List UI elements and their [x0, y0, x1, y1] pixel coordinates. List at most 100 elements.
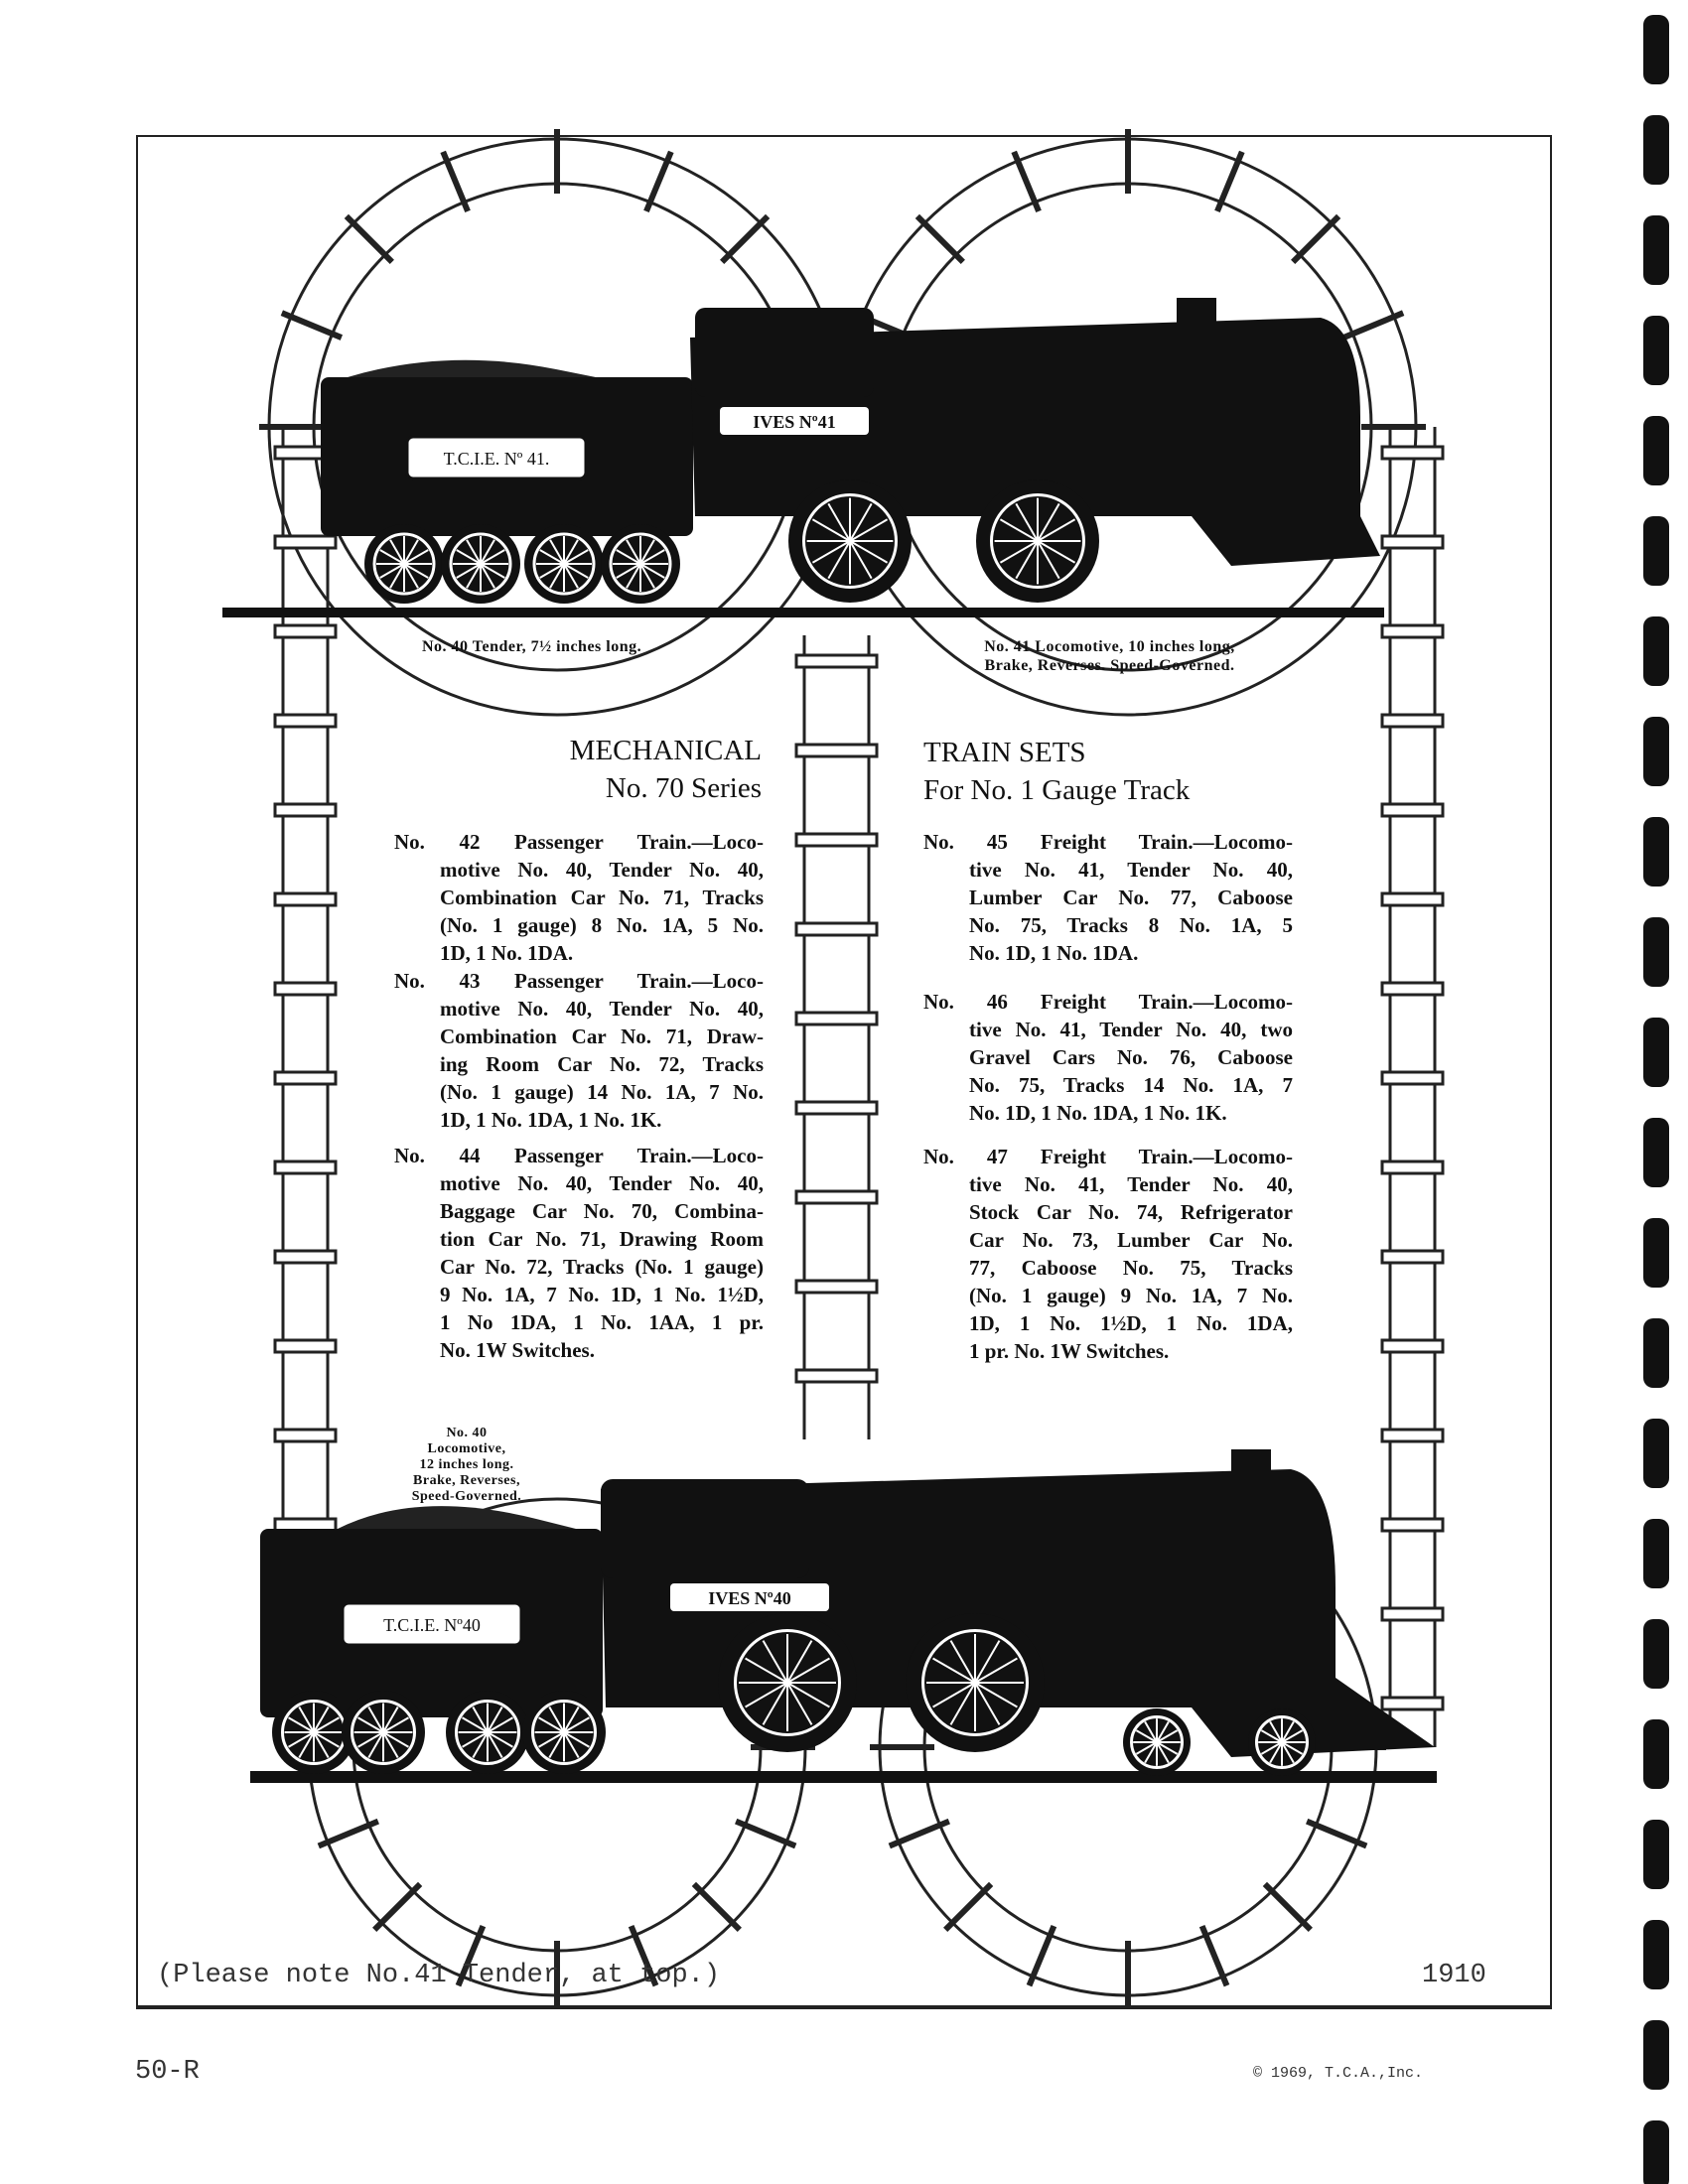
wheel-spoke [563, 539, 579, 565]
entry-line: 1D, 1 No. 1DA, 1 No. 1K. [440, 1108, 662, 1132]
binding-ring [1643, 516, 1669, 586]
wheel-spoke [466, 539, 482, 565]
wheel-spoke [1156, 1720, 1170, 1743]
track-tie [273, 891, 338, 907]
binding-ring [1643, 1719, 1669, 1789]
track-tie [1380, 713, 1445, 729]
wheel-spoke [382, 1706, 399, 1733]
track-tie [1011, 150, 1042, 213]
wheel-spoke [626, 563, 641, 589]
track-tie [273, 1338, 338, 1354]
wheel-spoke [1156, 1741, 1170, 1764]
track-tie [1306, 1818, 1368, 1849]
wheel-spoke [616, 563, 641, 579]
wheel-spoke [1281, 1729, 1304, 1743]
binding-ring [1643, 717, 1669, 786]
wheel-spoke [563, 1731, 590, 1748]
wheel-spoke [1281, 1741, 1295, 1764]
wheel-spoke [298, 1731, 315, 1758]
entry-line: 1D, 1 No. 1½D, 1 No. 1DA, [969, 1311, 1293, 1335]
entry-line: Car No. 73, Lumber Car No. [969, 1228, 1293, 1252]
wheel-spoke [1269, 1720, 1283, 1743]
wheel-spoke [539, 549, 565, 565]
entry-line: 1 No 1DA, 1 No. 1AA, 1 pr. [440, 1310, 764, 1334]
entry-line: 77, Caboose No. 75, Tracks [969, 1256, 1293, 1280]
wheel-spoke [786, 1640, 813, 1684]
track-tie [794, 653, 879, 669]
train-set-entry: No. 43 Passenger Train.—Loco-motive No. … [394, 967, 764, 1134]
entry-line: tive No. 41, Tender No. 40, [969, 1172, 1293, 1196]
top-train-wheels [364, 479, 1099, 604]
binding-ring [1643, 817, 1669, 887]
wheel-spoke [389, 539, 405, 565]
entry-line: tion Car No. 71, Drawing Room [440, 1227, 764, 1251]
wheel-spoke [849, 540, 889, 564]
entry-line: Stock Car No. 74, Refrigerator [969, 1200, 1293, 1224]
track-tie [1198, 1925, 1230, 1987]
entry-line: (No. 1 gauge) 14 No. 1A, 7 No. [440, 1080, 764, 1104]
wheel-spoke [538, 1716, 565, 1733]
wheel-spoke [1037, 540, 1076, 564]
track-tie [794, 1368, 879, 1384]
wheel-spoke [563, 563, 579, 589]
entry-line: (No. 1 gauge) 9 No. 1A, 7 No. [969, 1284, 1293, 1307]
wheel-spoke [563, 1716, 590, 1733]
wheel-spoke [288, 1716, 315, 1733]
wheel-spoke [539, 563, 565, 579]
wheel-spoke [549, 539, 565, 565]
wheel-spoke [1037, 502, 1060, 542]
caption-line: Locomotive, [427, 1441, 506, 1456]
wheel-spoke [849, 518, 889, 542]
wheel-rim [531, 1700, 597, 1765]
wheel-spoke [1281, 1741, 1304, 1755]
wheel-spoke [1260, 1729, 1283, 1743]
track-tie [888, 1818, 950, 1849]
wheel-spoke [639, 539, 655, 565]
binding-ring [1643, 2120, 1669, 2184]
entry-line: (No. 1 gauge) 8 No. 1A, 5 No. [440, 913, 764, 937]
track-tie [735, 1818, 797, 1849]
wheel-spoke [1135, 1729, 1158, 1743]
entry-line: No. 1D, 1 No. 1DA, 1 No. 1K. [969, 1101, 1227, 1125]
wheel-spoke [827, 502, 851, 542]
entry-line: Lumber Car No. 77, Caboose [969, 886, 1293, 909]
wheel-spoke [563, 563, 589, 579]
wheel-spoke [403, 539, 419, 565]
heading-subtitle: No. 70 Series [605, 772, 762, 804]
wheel-spoke [786, 1682, 813, 1725]
locomotive-41-plate: IVES Nº41 [753, 412, 835, 432]
caption-line: No. 41 Locomotive, 10 inches long, [984, 638, 1235, 655]
tender-41-plate: T.C.I.E. Nº 41. [444, 449, 550, 469]
train-set-entry: No. 46 Freight Train.—Locomo-tive No. 41… [923, 988, 1293, 1127]
track-tie [1380, 1696, 1445, 1711]
wheel-spoke [1281, 1720, 1295, 1743]
wheel-spoke [786, 1682, 830, 1708]
left-heading: MECHANICAL No. 70 Series [570, 732, 762, 807]
footer-note: (Please note No.41 Tender, at top.) [157, 1961, 721, 1990]
track-tie [1380, 1249, 1445, 1265]
page-number: 50-R [135, 2057, 200, 2087]
entry-line: motive No. 40, Tender No. 40, [440, 997, 764, 1021]
track-tie [1380, 1070, 1445, 1086]
track-tie [943, 1881, 994, 1932]
track-tie [794, 743, 879, 758]
entry-line: No. 1W Switches. [440, 1338, 595, 1362]
wheel-spoke [379, 549, 405, 565]
wheel-spoke [382, 1731, 409, 1748]
caption-line: Brake, Reverses, [413, 1473, 520, 1488]
wheel-spoke [1135, 1741, 1158, 1755]
entry-line: ing Room Car No. 72, Tracks [440, 1052, 764, 1076]
wheel-spoke [639, 549, 665, 565]
binding-ring [1643, 1519, 1669, 1588]
wheel-spoke [403, 563, 419, 589]
binding-ring [1643, 1318, 1669, 1388]
wheel-spoke [357, 1716, 384, 1733]
wheel-spoke [563, 1706, 580, 1733]
binding-ring [1643, 316, 1669, 385]
track-tie [1214, 150, 1245, 213]
track-tie [1380, 1428, 1445, 1443]
wheel-spoke [639, 563, 655, 589]
entry-line: Combination Car No. 71, Draw- [440, 1024, 764, 1048]
binding-ring [1643, 917, 1669, 987]
wheel-spoke [974, 1682, 1001, 1725]
